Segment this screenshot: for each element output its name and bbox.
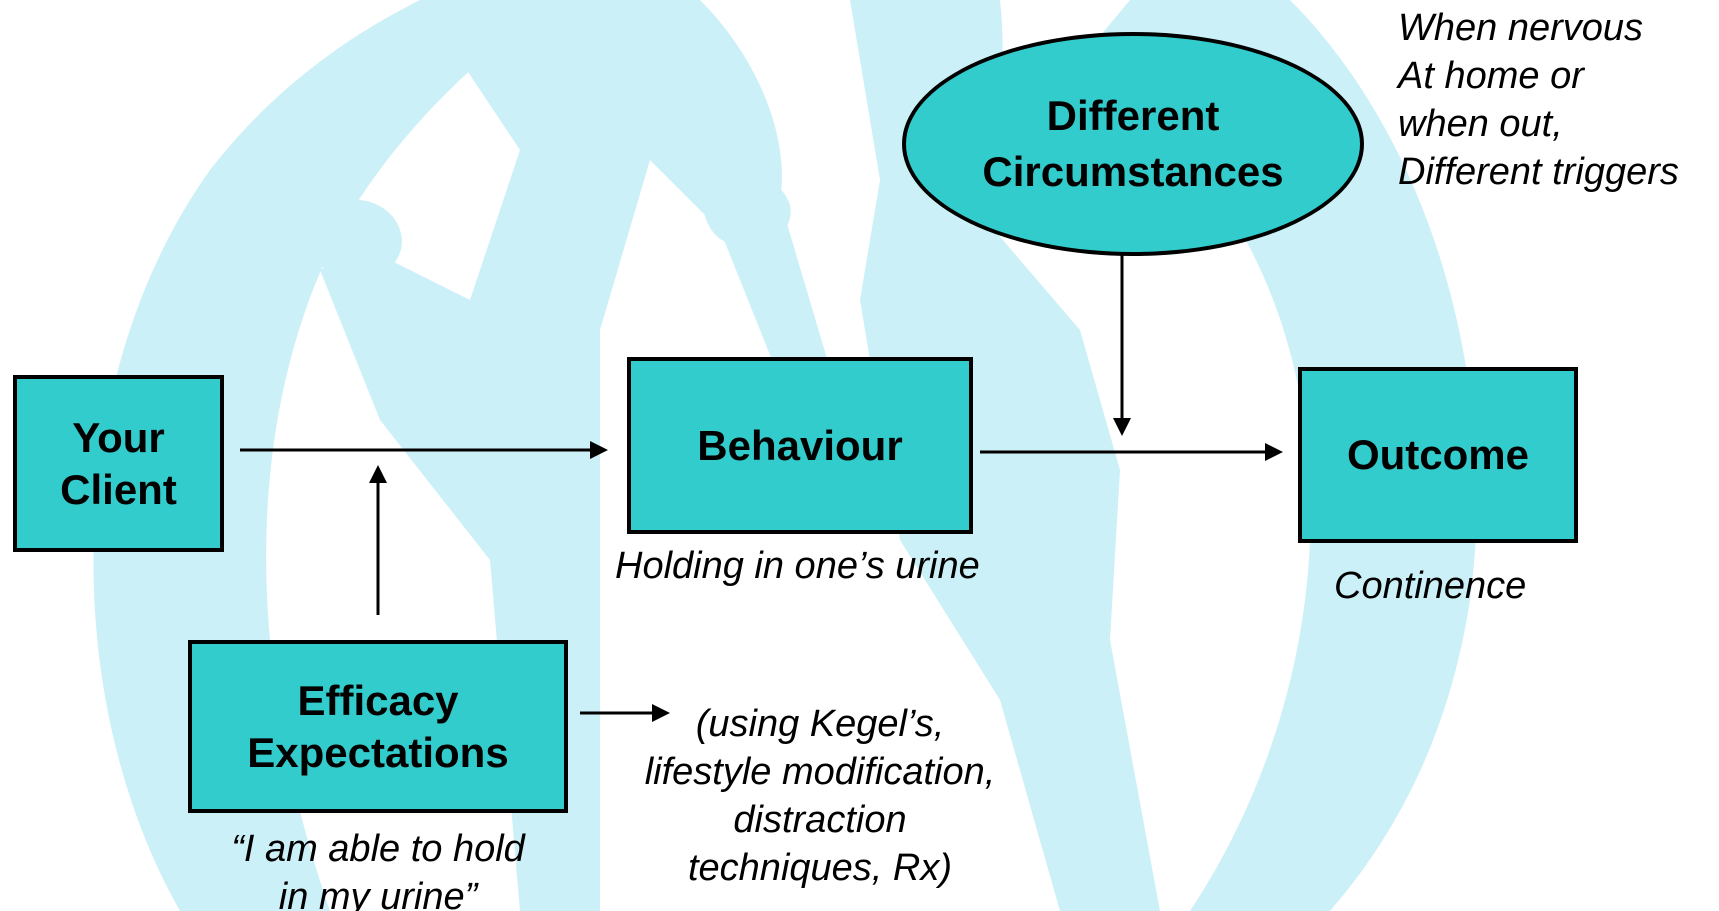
efficacy-method-line-3: distraction bbox=[733, 799, 907, 841]
node-efficacy-line-1: Efficacy bbox=[297, 676, 459, 724]
efficacy-method-line-1: (using Kegel’s, bbox=[695, 703, 945, 745]
node-your-client-line-1: Your bbox=[72, 413, 165, 461]
node-your-client-line-2: Client bbox=[60, 465, 177, 513]
circumstances-examples-note: When nervous At home or when out, Differ… bbox=[1398, 4, 1679, 196]
circumstances-example-3: when out, bbox=[1398, 103, 1563, 145]
node-outcome: Outcome bbox=[1298, 367, 1578, 543]
behaviour-caption: Holding in one’s urine bbox=[615, 542, 980, 590]
circumstances-example-1: When nervous bbox=[1398, 7, 1644, 49]
node-circumstances-line-1: Different bbox=[1046, 92, 1220, 139]
efficacy-quote-line-1: “I am able to hold bbox=[231, 828, 525, 870]
node-outcome-label: Outcome bbox=[1346, 431, 1530, 478]
behaviour-caption-text: Holding in one’s urine bbox=[615, 545, 980, 587]
node-behaviour: Behaviour bbox=[627, 357, 973, 534]
efficacy-method-line-2: lifestyle modification, bbox=[644, 751, 996, 793]
node-efficacy-expectations: Efficacy Expectations bbox=[188, 640, 568, 813]
efficacy-method-line-4: techniques, Rx) bbox=[687, 847, 952, 889]
efficacy-quote-caption: “I am able to hold in my urine” bbox=[188, 825, 568, 911]
node-behaviour-label: Behaviour bbox=[697, 421, 903, 469]
outcome-caption: Continence bbox=[1334, 562, 1526, 610]
node-circumstances-line-2: Circumstances bbox=[982, 148, 1284, 195]
efficacy-quote-line-2: in my urine” bbox=[278, 876, 478, 911]
efficacy-methods-note: (using Kegel’s, lifestyle modification, … bbox=[600, 700, 1040, 892]
outcome-caption-text: Continence bbox=[1334, 565, 1527, 607]
node-your-client: Your Client bbox=[13, 375, 224, 552]
node-efficacy-line-2: Expectations bbox=[247, 728, 509, 776]
circumstances-example-4: Different triggers bbox=[1398, 151, 1679, 193]
circumstances-example-2: At home or bbox=[1398, 55, 1584, 97]
node-different-circumstances: Different Circumstances bbox=[902, 32, 1364, 256]
